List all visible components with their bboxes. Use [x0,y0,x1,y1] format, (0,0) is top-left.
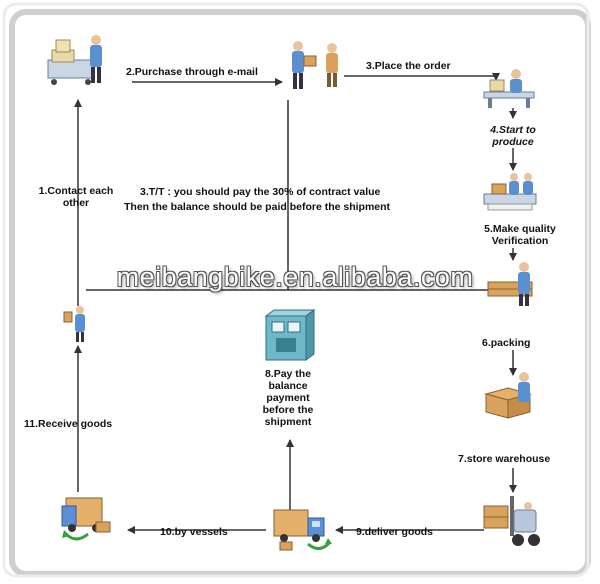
step-7-label: 7.store warehouse [458,453,551,465]
step-8-label: 8.Pay the balance payment before the shi… [262,368,314,428]
step-3-label: 3.Place the order [366,60,451,72]
forklift-icon [483,496,540,546]
step-11-label: 11.Receive goods [24,418,113,430]
businessman-icon [292,41,338,89]
tt-note-line1: 3.T/T : you should pay the 30% of contra… [140,186,381,198]
step-9-label: 9.deliver goods [356,526,434,538]
safe-payment-icon [264,309,316,361]
truck-icon [61,497,111,541]
frame-border-outer [2,2,590,578]
step-6-label: 6.packing [482,337,531,349]
packing-worker-icon [484,372,532,419]
step-4-label: 4.Start to produce [490,124,536,148]
customer-cart-icon [47,35,102,85]
production-workers-icon [483,173,537,211]
step-1-label: 1.Contact each other [38,185,114,209]
quality-check-icon [487,262,533,306]
receive-person-icon [63,306,85,342]
watermark-text: meibangbike.en.alibaba.com [116,262,474,292]
connectors [74,73,517,534]
ship-truck-icon [273,509,332,551]
office-desk-icon [483,69,535,108]
step-10-label: 10.by vessels [160,526,228,538]
tt-note-line2: Then the balance should be paid before t… [124,201,391,213]
step-5-label: 5.Make quality Verification [484,223,556,247]
step-2-label: 2.Purchase through e-mail [126,66,258,78]
